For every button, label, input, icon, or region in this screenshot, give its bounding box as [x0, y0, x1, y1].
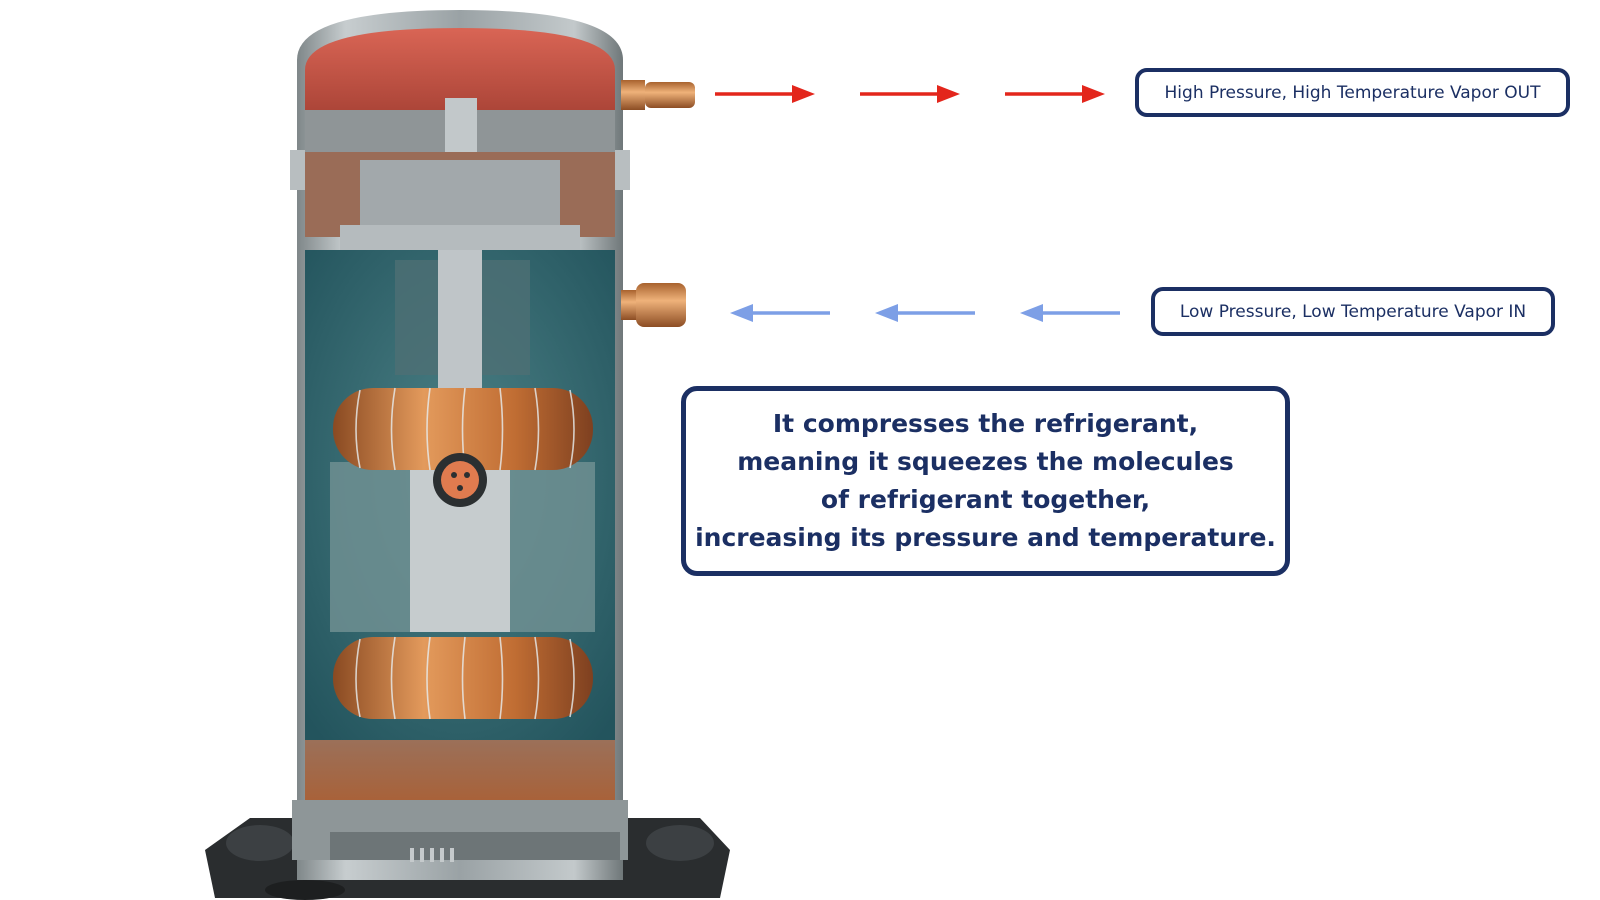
description-line: of refrigerant together, [820, 485, 1151, 514]
motor-windings [333, 387, 593, 720]
in-arrow [1020, 304, 1120, 322]
description-line: meaning it squeezes the molecules [737, 447, 1234, 476]
in-flow-arrows [730, 304, 1120, 322]
out-arrow [715, 85, 815, 103]
description-line: increasing its pressure and temperature. [695, 523, 1276, 552]
in-arrow [875, 304, 975, 322]
vapor-out-label: High Pressure, High Temperature Vapor OU… [1135, 68, 1570, 117]
description-line: It compresses the refrigerant, [772, 409, 1199, 438]
suction-pipe [621, 283, 686, 327]
vapor-in-label: Low Pressure, Low Temperature Vapor IN [1151, 287, 1555, 336]
in-arrow [730, 304, 830, 322]
out-arrow [860, 85, 960, 103]
discharge-pipe [621, 80, 695, 110]
out-arrow [1005, 85, 1105, 103]
description-box: It compresses the refrigerant, meaning i… [681, 386, 1290, 576]
out-flow-arrows [715, 85, 1105, 103]
